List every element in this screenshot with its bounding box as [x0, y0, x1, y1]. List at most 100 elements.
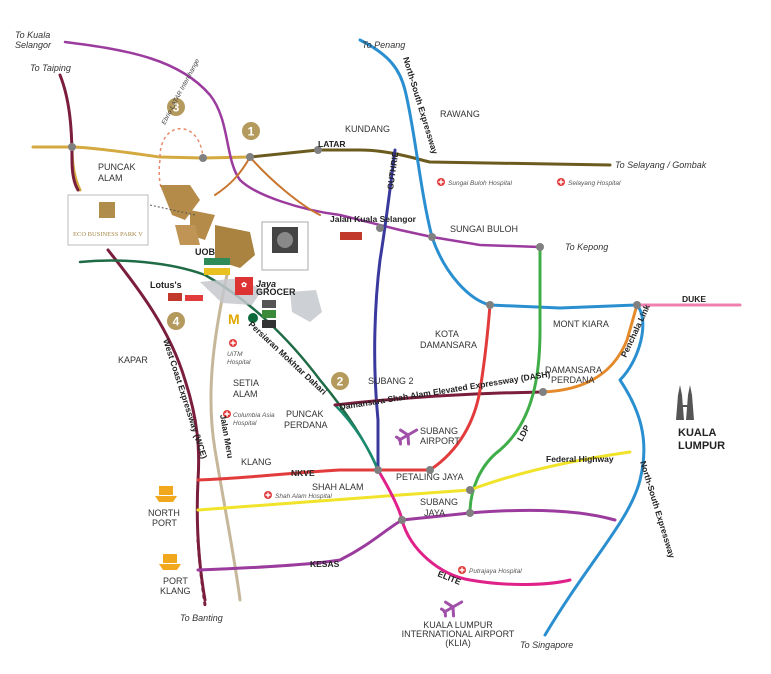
svg-text:UiTM: UiTM — [227, 351, 243, 358]
svg-text:KUNDANG: KUNDANG — [345, 124, 390, 134]
svg-text:Hospital: Hospital — [227, 359, 251, 366]
svg-text:NORTH: NORTH — [148, 508, 180, 518]
hospital-icon-selayang — [557, 178, 565, 186]
svg-text:ALAM: ALAM — [233, 389, 258, 399]
road-wce — [106, 248, 207, 602]
svg-text:LUMPUR: LUMPUR — [678, 440, 725, 452]
svg-text:GUTHRIE: GUTHRIE — [385, 151, 400, 191]
road-penchala — [541, 303, 639, 394]
airplane-icon-klia — [439, 600, 464, 618]
svg-text:LATAR: LATAR — [318, 139, 346, 149]
map-labels: To Kuala Selangor To Taiping To Penang R… — [15, 30, 725, 650]
eco-grandeur-logo[interactable] — [261, 221, 309, 271]
svg-text:3: 3 — [173, 101, 180, 115]
svg-text:AIRPORT: AIRPORT — [420, 436, 460, 446]
svg-text:INTERNATIONAL AIRPORT: INTERNATIONAL AIRPORT — [402, 629, 515, 639]
latar-interchange-loop — [158, 128, 204, 191]
svg-text:KUALA LUMPUR: KUALA LUMPUR — [423, 620, 493, 630]
eco-business-park-logo[interactable]: eco ECO BUSINESS PARK V — [67, 194, 149, 246]
road-kesas — [196, 508, 617, 572]
road-elite — [376, 468, 572, 587]
svg-text:To Taiping: To Taiping — [30, 63, 71, 73]
road-guthrie — [373, 148, 397, 472]
hospital-icon-putrajaya — [458, 566, 466, 574]
svg-text:Columbia Asia: Columbia Asia — [233, 412, 275, 419]
svg-text:KAPAR: KAPAR — [118, 355, 148, 365]
svg-text:Lotus's: Lotus's — [150, 280, 182, 290]
svg-text:NKVE: NKVE — [291, 468, 315, 478]
svg-text:To Kuala: To Kuala — [15, 30, 50, 40]
svg-text:SUBANG: SUBANG — [420, 497, 458, 507]
road-federal-highway — [196, 450, 632, 512]
road-ns-expressway — [358, 38, 646, 637]
hospital-icon-uitm — [229, 339, 237, 347]
hospital-icon-columbia — [223, 410, 231, 418]
marker-2[interactable]: 2 — [331, 372, 349, 390]
hospital-icon-sungai-buloh — [437, 178, 445, 186]
svg-text:PETALING JAYA: PETALING JAYA — [396, 472, 464, 482]
junction-nodes — [68, 143, 641, 524]
marker-4[interactable]: 4 — [167, 312, 185, 330]
svg-text:2: 2 — [337, 375, 344, 389]
road-latar — [248, 148, 612, 167]
road-nkve — [196, 303, 492, 482]
svg-text:SUBANG 2: SUBANG 2 — [368, 376, 414, 386]
svg-text:JAYA: JAYA — [424, 508, 445, 518]
svg-text:To Singapore: To Singapore — [520, 640, 573, 650]
svg-text:Ebrio-LATAR Interchange: Ebrio-LATAR Interchange — [161, 57, 202, 125]
svg-text:KOTA: KOTA — [435, 329, 459, 339]
svg-text:Shah Alam Hospital: Shah Alam Hospital — [275, 493, 332, 500]
ship-icon-port-klang — [159, 554, 181, 570]
svg-text:PORT: PORT — [152, 518, 177, 528]
svg-text:SUBANG: SUBANG — [420, 426, 458, 436]
svg-text:SUNGAI BULOH: SUNGAI BULOH — [450, 224, 518, 234]
ship-icon-north-port — [155, 486, 177, 502]
road-wce-dotted — [196, 538, 207, 607]
road-local-brown — [214, 156, 321, 216]
eco-business-park-zone — [149, 185, 255, 268]
svg-text:eco: eco — [103, 209, 111, 215]
road-jalan-meru — [209, 268, 242, 602]
svg-text:To Kepong: To Kepong — [565, 242, 608, 252]
marker-1[interactable]: 1 — [242, 122, 260, 140]
marker-3[interactable]: 3 — [167, 98, 185, 116]
svg-text:North-South Expressway: North-South Expressway — [638, 460, 677, 560]
svg-text:GROCER: GROCER — [256, 287, 296, 297]
road-dash — [333, 390, 545, 407]
svg-text:To Penang: To Penang — [362, 40, 405, 50]
svg-text:Sungai Buloh Hospital: Sungai Buloh Hospital — [448, 180, 513, 187]
svg-text:SHAH ALAM: SHAH ALAM — [312, 482, 364, 492]
svg-text:PERDANA: PERDANA — [284, 420, 328, 430]
svg-text:PUNCAK: PUNCAK — [98, 162, 136, 172]
svg-text:Hospital: Hospital — [233, 420, 257, 427]
svg-text:RAWANG: RAWANG — [440, 109, 480, 119]
svg-text:SETIA: SETIA — [233, 378, 259, 388]
svg-text:✿: ✿ — [241, 281, 247, 289]
svg-text:DUKE: DUKE — [682, 294, 706, 304]
svg-text:Putrajaya Hospital: Putrajaya Hospital — [469, 568, 522, 575]
svg-text:KUALA: KUALA — [678, 427, 717, 439]
airplane-icon-subang — [394, 428, 419, 446]
svg-text:PUNCAK: PUNCAK — [286, 409, 324, 419]
svg-text:PORT: PORT — [163, 576, 188, 586]
svg-text:KLANG: KLANG — [160, 586, 191, 596]
svg-text:To Banting: To Banting — [180, 613, 223, 623]
svg-text:DAMANSARA: DAMANSARA — [545, 365, 602, 375]
svg-text:1: 1 — [248, 125, 255, 139]
svg-text:Jaya: Jaya — [256, 279, 276, 289]
petronas-towers-icon — [676, 385, 694, 420]
svg-text:LDP: LDP — [515, 423, 532, 443]
road-teal — [333, 403, 380, 472]
svg-text:Jalan Kuala Selangor: Jalan Kuala Selangor — [330, 214, 417, 224]
brand-logos: UOB ✿ Jaya GROCER M Lotus's — [150, 232, 362, 328]
hospital-icon-shah-alam — [264, 491, 272, 499]
svg-text:Selayang Hospital: Selayang Hospital — [568, 180, 621, 187]
svg-text:KLANG: KLANG — [241, 457, 272, 467]
road-gold-latar — [31, 145, 252, 160]
svg-text:West Coast Expressway (WCE): West Coast Expressway (WCE) — [161, 338, 209, 461]
svg-text:M: M — [228, 311, 240, 327]
svg-text:KESAS: KESAS — [310, 559, 340, 569]
svg-text:(KLIA): (KLIA) — [445, 638, 471, 648]
svg-text:4: 4 — [173, 315, 180, 329]
